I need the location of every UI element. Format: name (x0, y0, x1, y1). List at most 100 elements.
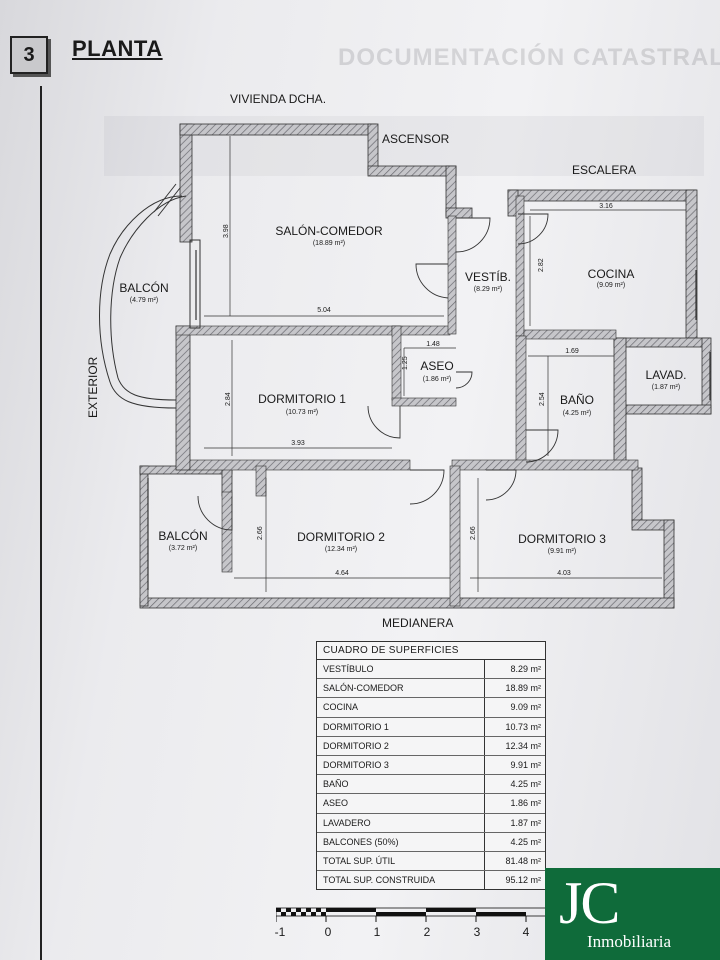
row-name: ASEO (317, 794, 485, 813)
room-lavadero: LAVAD. (645, 368, 687, 382)
scale-label: 2 (423, 925, 431, 939)
room-salon-comedor-area: (18.89 m²) (312, 240, 346, 247)
dim-salon-height: 3.98 (223, 224, 230, 238)
logo-wordmark: Inmobiliaria (587, 932, 672, 951)
jc-inmobiliaria-logo: JC Inmobiliaria (545, 868, 720, 960)
dim-dorm2-width: 4.64 (335, 570, 349, 577)
room-dormitorio-2: DORMITORIO 2 (297, 530, 385, 544)
label-medianera: MEDIANERA (382, 616, 454, 630)
row-name: DORMITORIO 2 (317, 736, 485, 755)
dim-dorm1-height: 2.84 (225, 392, 232, 406)
room-dormitorio-3-area: (9.91 m²) (547, 548, 577, 555)
row-name: TOTAL SUP. ÚTIL (317, 851, 485, 871)
row-value: 95.12 m² (505, 875, 541, 886)
table-row: DORMITORIO 1 10.73 m² (317, 717, 545, 737)
row-name: DORMITORIO 3 (317, 755, 485, 775)
dim-dorm3-width: 4.03 (557, 570, 571, 577)
row-name: VESTÍBULO (317, 660, 485, 679)
row-name: DORMITORIO 1 (317, 717, 485, 736)
table-row: BALCONES (50%) 4.25 m² (317, 832, 545, 852)
scale-label: -1 (274, 925, 286, 939)
room-bano-area: (4.25 m²) (562, 410, 592, 417)
windows (147, 250, 711, 590)
table-row: COCINA 9.09 m² (317, 698, 545, 718)
margin-line (40, 86, 42, 960)
scale-label: 4 (522, 925, 530, 939)
room-balcon-1: BALCÓN (119, 281, 169, 295)
door-swings (197, 213, 559, 531)
label-escalera: ESCALERA (572, 163, 637, 177)
scale-label: 3 (473, 925, 481, 939)
row-name: SALÓN-COMEDOR (317, 679, 485, 698)
interior-walls (175, 195, 639, 607)
table-row: BAÑO 4.25 m² (317, 775, 545, 795)
dim-bano-height: 2.54 (539, 392, 546, 406)
scale-label: 1 (373, 925, 381, 939)
table-row: DORMITORIO 2 12.34 m² (317, 736, 545, 756)
section-title: PLANTA (72, 36, 163, 61)
dim-dorm1-width: 3.93 (291, 440, 305, 447)
row-name: COCINA (317, 698, 485, 717)
room-aseo-area: (1.86 m²) (422, 376, 452, 383)
label-exterior: EXTERIOR (86, 356, 100, 418)
room-dormitorio-1: DORMITORIO 1 (258, 392, 346, 406)
table-row: TOTAL SUP. ÚTIL 81.48 m² (317, 851, 545, 872)
row-value: 18.89 m² (505, 683, 541, 694)
label-vivienda-dcha: VIVIENDA DCHA. (230, 92, 327, 106)
logo-mark: JC (559, 870, 620, 936)
row-value: 4.25 m² (510, 836, 541, 847)
label-ascensor: ASCENSOR (382, 132, 450, 146)
room-vestibulo-area: (8.29 m²) (473, 286, 503, 293)
table-row: DORMITORIO 3 9.91 m² (317, 755, 545, 776)
dim-vestib-height: 2.82 (538, 258, 545, 272)
row-value: 4.25 m² (510, 779, 541, 790)
room-lavadero-area: (1.87 m²) (651, 384, 681, 391)
dim-cocina-width: 3.16 (599, 203, 613, 210)
row-name: LAVADERO (317, 813, 485, 832)
room-balcon-1-area: (4.79 m²) (129, 297, 159, 304)
row-value: 1.86 m² (510, 798, 541, 809)
row-value: 81.48 m² (505, 855, 541, 866)
row-value: 8.29 m² (510, 664, 541, 675)
exterior-walls (139, 123, 712, 609)
room-cocina-area: (9.09 m²) (596, 282, 626, 289)
table-row: VESTÍBULO 8.29 m² (317, 660, 545, 680)
room-balcon-2-area: (3.72 m²) (168, 545, 198, 552)
dimension-lines (204, 136, 686, 592)
row-name: BAÑO (317, 775, 485, 794)
room-dormitorio-2-area: (12.34 m²) (324, 546, 358, 553)
room-bano: BAÑO (559, 393, 595, 407)
room-cocina: COCINA (587, 267, 635, 281)
row-value: 9.91 m² (510, 760, 541, 771)
table-row: ASEO 1.86 m² (317, 794, 545, 814)
surface-table: CUADRO DE SUPERFICIES VESTÍBULO 8.29 m² S… (316, 641, 546, 891)
section-number: 3 (10, 36, 48, 74)
dim-dorm3-height: 2.66 (470, 526, 477, 540)
row-name: BALCONES (50%) (317, 832, 485, 851)
dim-bano-width: 1.69 (565, 348, 579, 355)
room-aseo: ASEO (420, 359, 454, 373)
dim-salon-width: 5.04 (317, 307, 331, 314)
room-dormitorio-1-area: (10.73 m²) (285, 409, 319, 416)
bleed-through-title: DOCUMENTACIÓN CATASTRAL (338, 44, 720, 71)
room-vestibulo: VESTÍB. (464, 270, 512, 284)
table-row: TOTAL SUP. CONSTRUIDA 95.12 m² (317, 871, 545, 890)
surface-table-title: CUADRO DE SUPERFICIES (317, 642, 545, 660)
dim-aseo-height: 1.25 (402, 356, 409, 370)
row-value: 12.34 m² (505, 740, 541, 751)
row-value: 1.87 m² (510, 817, 541, 828)
row-name: TOTAL SUP. CONSTRUIDA (317, 871, 485, 890)
row-value: 10.73 m² (505, 721, 541, 732)
row-value: 9.09 m² (510, 702, 541, 713)
scale-label: 0 (324, 925, 332, 939)
room-dormitorio-3: DORMITORIO 3 (518, 532, 606, 546)
balcony-outlines (99, 183, 201, 409)
table-row: LAVADERO 1.87 m² (317, 813, 545, 833)
room-salon-comedor: SALÓN-COMEDOR (275, 224, 383, 238)
room-balcon-2: BALCÓN (158, 529, 208, 543)
graphic-scale (276, 907, 546, 922)
dim-dorm2-height: 2.66 (257, 526, 264, 540)
table-row: SALÓN-COMEDOR 18.89 m² (317, 679, 545, 699)
dim-aseo-width: 1.48 (426, 341, 440, 348)
